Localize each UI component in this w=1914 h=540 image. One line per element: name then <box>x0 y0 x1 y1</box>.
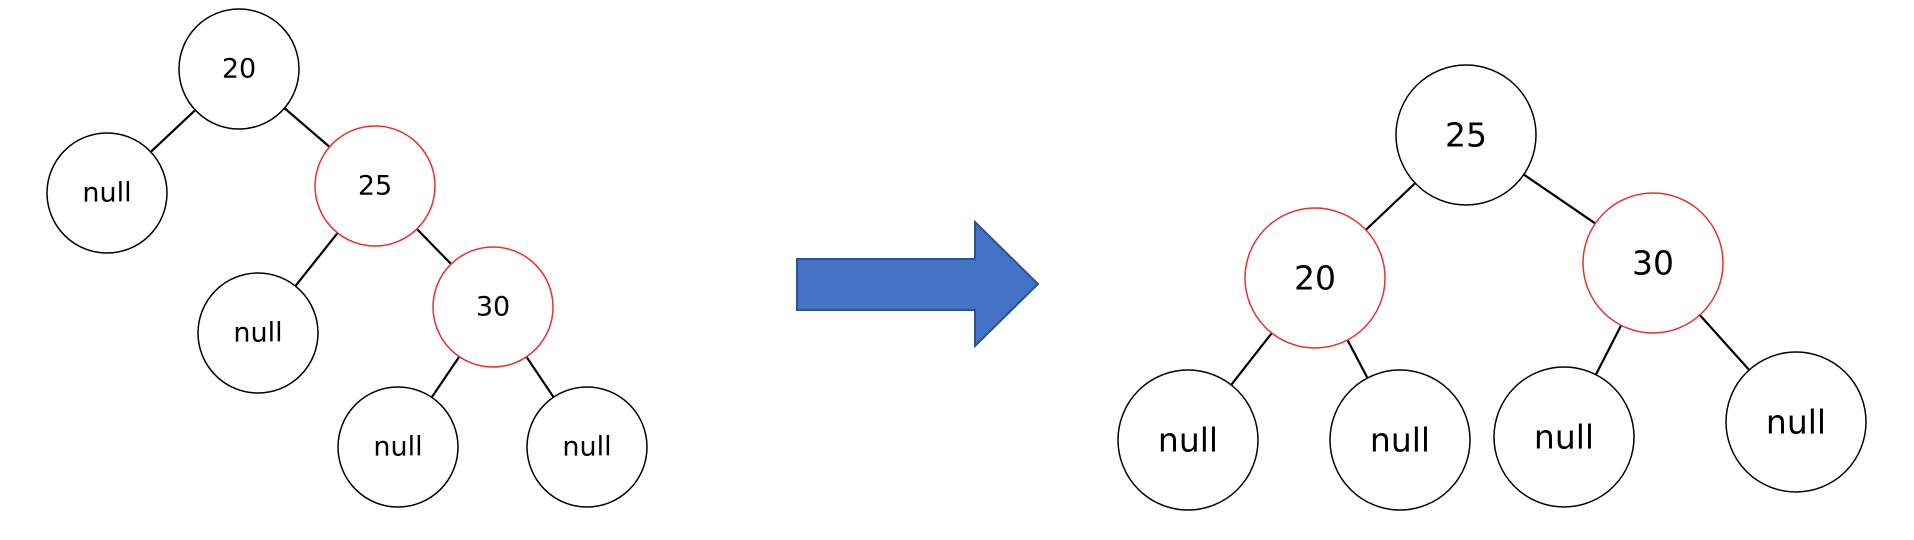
tree-node-a20: 20 <box>1244 207 1386 349</box>
node-label-a30: 30 <box>1632 244 1674 283</box>
tree-node-anull4: null <box>1725 351 1867 493</box>
before-tree-edge-b20-b25 <box>283 107 331 148</box>
node-circle-a20 <box>1244 207 1386 349</box>
tree-node-anull1: null <box>1117 369 1259 511</box>
after-tree-nodes: 25 20 30 null null null null <box>1117 64 1867 511</box>
node-circle-a25 <box>1395 64 1537 206</box>
node-label-bnull3: null <box>373 432 422 463</box>
tree-node-bnull3: null <box>337 386 459 508</box>
tree-node-b20: 20 <box>178 8 300 130</box>
tree-node-a30: 30 <box>1582 192 1724 334</box>
right-arrow-icon <box>796 219 1040 349</box>
before-tree-edge-b25-b30 <box>416 228 452 265</box>
before-tree-edge-b30-bnull4 <box>525 356 555 398</box>
node-circle-b20 <box>178 8 300 130</box>
node-label-a25: 25 <box>1445 116 1487 155</box>
tree-node-bnull2: null <box>197 272 319 394</box>
node-circle-anull1 <box>1117 369 1259 511</box>
node-circle-bnull3 <box>337 386 459 508</box>
node-label-b20: 20 <box>222 54 256 85</box>
after-tree-edge-a25-a20 <box>1365 182 1416 231</box>
node-label-anull3: null <box>1534 418 1594 457</box>
before-tree-nodes: 20 null 25 null 30 null null <box>46 8 648 508</box>
tree-node-a25: 25 <box>1395 64 1537 206</box>
after-tree-edge-a25-a30 <box>1523 173 1596 225</box>
after-tree-edge-a20-anull1 <box>1230 332 1273 386</box>
node-label-anull2: null <box>1370 421 1430 460</box>
before-tree-edge-b25-bnull2 <box>294 232 339 287</box>
node-circle-bnull1 <box>46 132 168 254</box>
tree-node-b30: 30 <box>432 246 554 368</box>
node-label-a20: 20 <box>1294 259 1336 298</box>
node-label-b25: 25 <box>358 171 392 202</box>
node-circle-bnull2 <box>197 272 319 394</box>
node-circle-bnull4 <box>526 386 648 508</box>
node-circle-b30 <box>432 246 554 368</box>
node-circle-anull3 <box>1493 366 1635 508</box>
tree-node-anull2: null <box>1329 369 1471 511</box>
before-tree-edge-b20-bnull1 <box>149 109 197 153</box>
node-circle-b25 <box>314 125 436 247</box>
after-tree: 25 20 30 null null null null <box>1117 64 1867 511</box>
tree-node-bnull4: null <box>526 386 648 508</box>
node-label-bnull4: null <box>562 432 611 463</box>
node-label-b30: 30 <box>476 292 510 323</box>
tree-node-anull3: null <box>1493 366 1635 508</box>
node-label-anull4: null <box>1766 403 1826 442</box>
tree-node-bnull1: null <box>46 132 168 254</box>
tree-node-b25: 25 <box>314 125 436 247</box>
before-tree-edge-b30-bnull3 <box>430 356 461 398</box>
node-label-bnull2: null <box>233 318 282 349</box>
after-tree-edge-a30-anull3 <box>1594 324 1623 376</box>
after-tree-edge-a30-anull4 <box>1698 314 1751 371</box>
node-label-bnull1: null <box>82 178 131 209</box>
after-tree-edge-a20-anull2 <box>1346 339 1369 379</box>
after-tree-edges <box>1230 173 1751 386</box>
node-circle-a30 <box>1582 192 1724 334</box>
node-circle-anull4 <box>1725 351 1867 493</box>
node-circle-anull2 <box>1329 369 1471 511</box>
node-label-anull1: null <box>1158 421 1218 460</box>
before-tree-edges <box>149 107 555 398</box>
before-tree: 20 null 25 null 30 null null <box>46 8 648 508</box>
